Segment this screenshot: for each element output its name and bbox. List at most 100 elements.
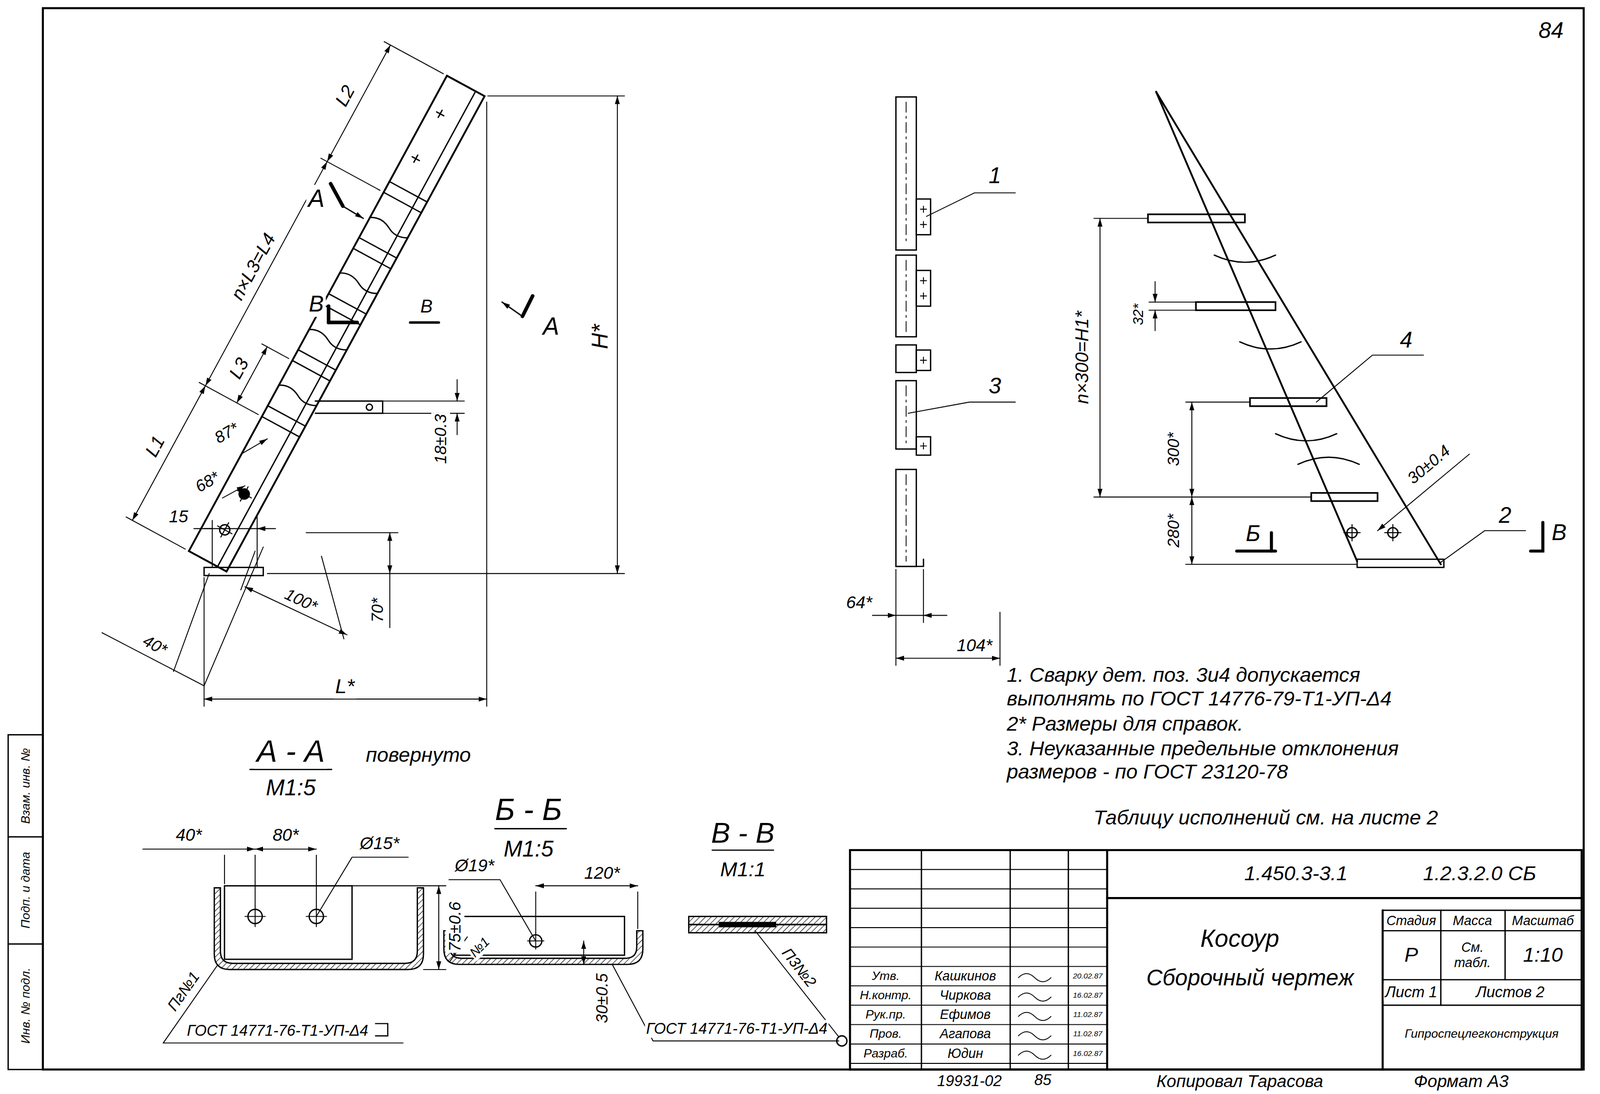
dimension-label: П3№2 xyxy=(777,943,821,991)
section-title: А - А xyxy=(254,733,328,769)
dimension-label: 300* xyxy=(1164,430,1183,467)
title-block-text: Ефимов xyxy=(938,1006,992,1023)
stringer-details-line xyxy=(486,102,488,707)
stringer-details-line xyxy=(321,556,344,639)
dimension-label: 75±0.6 xyxy=(445,900,465,953)
stringer-front-view-line xyxy=(1185,563,1358,565)
stringer-front-view xyxy=(1093,91,1543,568)
title-block-line xyxy=(1382,929,1582,932)
dimension-label: H* xyxy=(587,322,613,351)
stringer-front-view-line xyxy=(1154,281,1156,303)
section-a-a-line xyxy=(254,854,256,906)
section-v-v-rect xyxy=(719,922,776,927)
title-block-text: Кашкинов xyxy=(933,967,998,984)
stringer-details-line xyxy=(204,698,488,700)
stringer-side-view-path xyxy=(908,401,1016,414)
dimension-label: 100* xyxy=(280,583,322,616)
title-block-text: Масштаб xyxy=(1510,913,1575,929)
dimension-label: 30±0.4 xyxy=(1402,440,1455,489)
section-a-a-line xyxy=(250,768,332,770)
dimension-label: 32* xyxy=(1130,302,1147,327)
dimension-label: L1 xyxy=(140,430,170,462)
stringer-view-path xyxy=(213,482,256,541)
title-block-line xyxy=(1382,1004,1582,1006)
dimension-label: 70* xyxy=(368,596,387,624)
stringer-front-view-line xyxy=(1093,217,1148,219)
title-block-text: Лист 1 xyxy=(1383,983,1439,1001)
dimension-label: 68* xyxy=(190,466,224,497)
stringer-front-view-line xyxy=(1156,91,1358,562)
title-block-text: 1.450.3-3.1 xyxy=(1242,861,1350,886)
stringer-front-view-line xyxy=(1185,401,1251,403)
dimension-label: 80* xyxy=(271,824,301,845)
stringer-details-path xyxy=(410,321,439,324)
title-block-text: 11.02.87 xyxy=(1072,1009,1104,1019)
note-text: 3. Неуказанные предельные отклонения раз… xyxy=(1005,736,1488,784)
title-block-line xyxy=(1067,849,1069,1069)
stringer-details-line xyxy=(193,528,276,530)
stringer-details-path xyxy=(326,305,331,323)
stringer-details-line xyxy=(204,546,264,686)
stringer-view-line xyxy=(262,343,290,359)
title-block-rect xyxy=(849,849,1582,1069)
stringer-view-line xyxy=(198,382,259,415)
note-text: 1. Сварку дет. поз. 3и4 допускается выпо… xyxy=(1005,663,1458,711)
dimension-label: 30±0.5 xyxy=(592,971,612,1025)
section-b-b-line xyxy=(535,884,638,886)
stringer-side-view-rect xyxy=(916,198,931,235)
stringer-front-view-path xyxy=(1269,532,1273,551)
stringer-details-line xyxy=(456,413,458,435)
section-title: М1:1 xyxy=(718,857,768,882)
title-block-line xyxy=(1440,910,1442,1005)
stringer-side-view-path xyxy=(905,102,907,562)
stringer-details-path xyxy=(204,528,266,530)
title-block-text: Гипроспецлегконструкция xyxy=(1403,1026,1560,1041)
stringer-front-view-path xyxy=(1214,255,1276,263)
stringer-details-line xyxy=(616,95,618,573)
section-b-b-line xyxy=(637,891,639,929)
stringer-front-view-line xyxy=(1156,91,1442,565)
title-block-line xyxy=(1381,910,1384,1069)
stringer-view-path xyxy=(307,326,348,353)
callout-number: 4 xyxy=(1398,326,1415,353)
stringer-side-view-line xyxy=(923,614,948,616)
title-block-text: 1.2.3.2.0 СБ xyxy=(1421,861,1538,886)
dimension-label: n×L3=L4 xyxy=(225,228,281,305)
title-block-text: Стадия xyxy=(1385,913,1438,929)
stringer-front-view-path xyxy=(1343,524,1402,541)
stringer-view-line xyxy=(132,385,206,521)
section-a-a-path xyxy=(316,856,409,916)
section-a-a-line xyxy=(315,854,317,906)
stringer-side-view-path xyxy=(895,559,924,567)
section-mark: В xyxy=(1549,519,1569,546)
title-block-text: Н.контр. xyxy=(858,988,913,1003)
stringer-view-path xyxy=(277,382,318,409)
stringer-side-view-path xyxy=(920,206,927,450)
stringer-details-line xyxy=(382,412,464,414)
title-block-text: Юдин xyxy=(946,1045,985,1061)
title-block-text: 19931-02 xyxy=(935,1071,1003,1090)
dimension-label: 64* xyxy=(844,592,874,612)
section-v-v-line xyxy=(712,849,774,851)
section-a-a-line xyxy=(142,848,255,850)
stringer-view xyxy=(125,41,485,572)
dimension-label: L2 xyxy=(330,80,360,112)
section-a-a-line xyxy=(255,848,317,850)
stringer-view-path xyxy=(338,270,380,297)
title-block-text: Сборочный чертеж xyxy=(1144,964,1356,991)
stringer-details-line xyxy=(203,577,205,706)
dimension-label: 18±0.3 xyxy=(431,412,451,465)
stringer-view-line xyxy=(205,161,328,386)
stringer-view-rect xyxy=(292,349,336,381)
section-a-a xyxy=(142,769,446,1043)
sheet-frame-rect xyxy=(42,8,1584,1070)
stringer-side-view-rect xyxy=(895,344,916,373)
title-block xyxy=(849,849,1582,1069)
dimension-label: 40* xyxy=(138,630,172,660)
sheet-frame-rect xyxy=(8,734,43,1069)
title-block-line xyxy=(1106,896,1582,899)
title-block-text: Пров. xyxy=(868,1026,903,1041)
stringer-front-view-path xyxy=(1440,530,1526,563)
margin-stamp: Подп. и дата xyxy=(18,850,33,929)
stringer-view-line xyxy=(217,91,476,567)
